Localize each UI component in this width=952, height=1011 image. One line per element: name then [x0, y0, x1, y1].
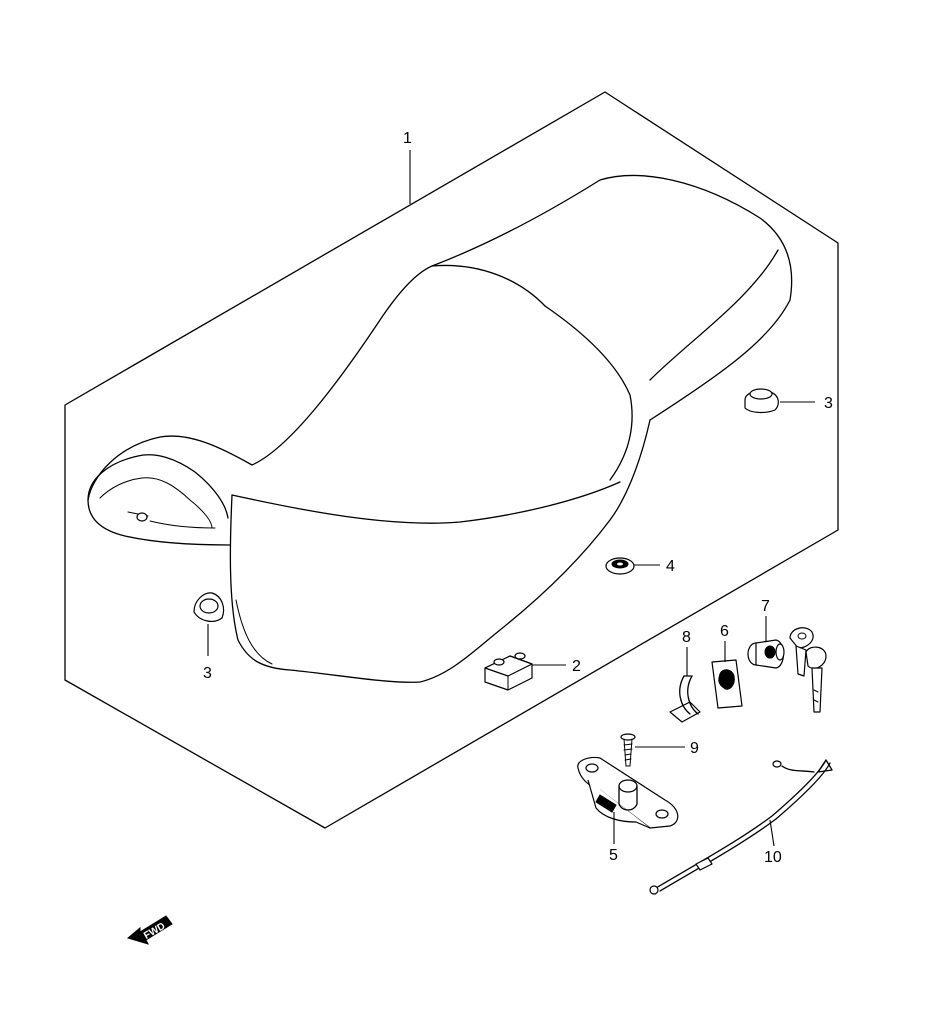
assembly-boundary: [64, 91, 839, 829]
cable: [649, 759, 833, 895]
screw: [620, 733, 636, 767]
callout-3-right: 3: [824, 395, 833, 412]
spring-clip: [669, 675, 701, 723]
callout-3-left: 3: [203, 665, 212, 682]
lock-clip: [711, 659, 743, 709]
callout-6: 6: [720, 623, 729, 640]
seat: [87, 174, 793, 683]
callout-4: 4: [666, 558, 675, 575]
nut: [605, 557, 635, 575]
callout-2: 2: [572, 658, 581, 675]
fwd-label: FWD: [142, 921, 167, 942]
cushion-right: [744, 388, 779, 414]
callout-8: 8: [682, 629, 691, 646]
cushion-left: [193, 592, 225, 622]
fwd-arrow-icon: FWD: [126, 915, 173, 945]
rear-cushion-block: [484, 652, 533, 691]
callout-5: 5: [609, 847, 618, 864]
callout-7: 7: [761, 598, 770, 615]
callout-1: 1: [403, 130, 412, 147]
callout-9: 9: [690, 740, 699, 757]
lock-plate: [577, 756, 679, 829]
leader-10: [769, 819, 775, 847]
seat-lock-set: [747, 627, 827, 713]
callout-10: 10: [764, 849, 782, 866]
